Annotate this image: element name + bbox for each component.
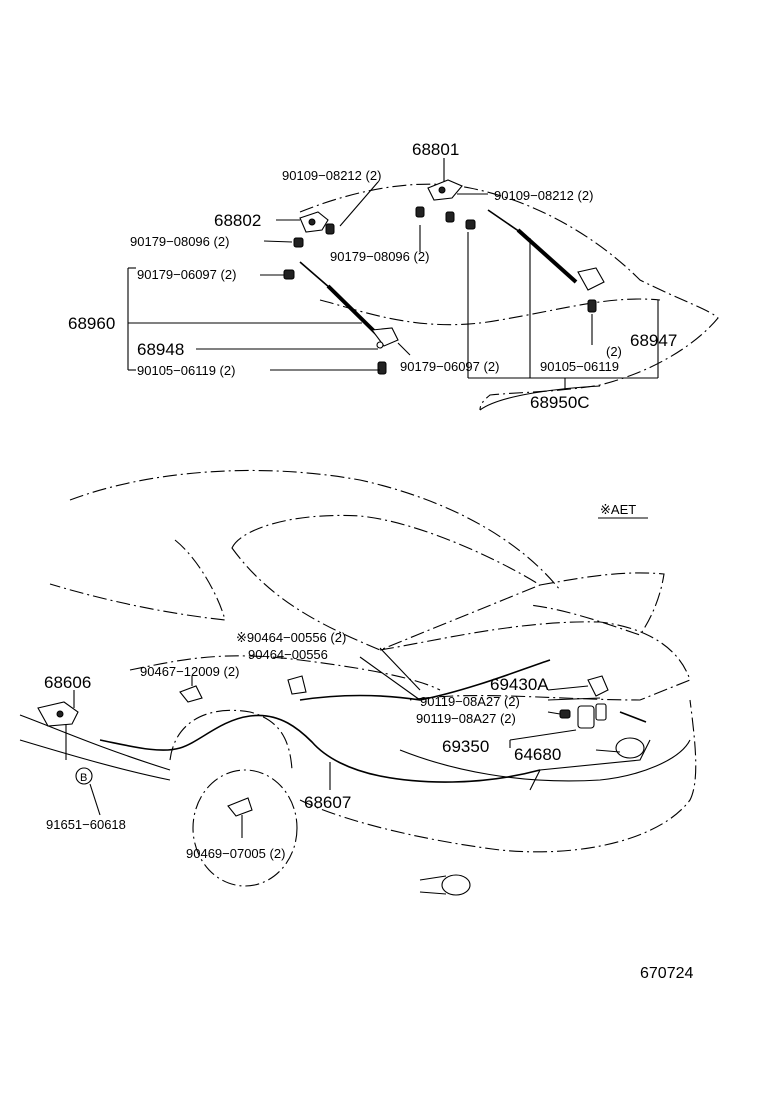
- trunk-lid: [379, 621, 691, 701]
- door-edge: [479, 385, 601, 411]
- label-90179-08096-b: 90179−08096 (2): [330, 249, 429, 264]
- opener-cable-68607: [99, 714, 541, 783]
- leader-lines-bottom: [65, 647, 621, 838]
- label-68607: 68607: [304, 793, 351, 812]
- door-inner-edge: [319, 298, 661, 326]
- label-90119-08A27-a: 90119−08A27 (2): [420, 694, 520, 709]
- label-91651-60618: 91651−60618: [46, 817, 126, 832]
- gas-strut-left-68960: [299, 261, 399, 375]
- exhaust-icon: [419, 874, 471, 896]
- label-69350: 69350: [442, 737, 489, 756]
- latch-69350: [559, 703, 607, 729]
- label-90179-06097-b: 90179−06097 (2): [400, 359, 499, 374]
- label-90467-12009: 90467−12009 (2): [140, 664, 239, 679]
- label-64680: 64680: [514, 745, 561, 764]
- wheel-arch: [169, 709, 293, 771]
- b-marker-label: B: [80, 772, 87, 784]
- label-68802: 68802: [214, 211, 261, 230]
- rear-bumper: [299, 699, 697, 853]
- label-68948: 68948: [137, 340, 184, 359]
- rear-wheel: [192, 769, 298, 887]
- striker-64680: [615, 711, 647, 759]
- c-pillar: [49, 539, 226, 621]
- leader-lines-top: [127, 158, 659, 390]
- cable-clamp-icon: [179, 675, 307, 817]
- car-rear-view: B ※AET ※90464−00556 (2) 90464−00556 9046…: [19, 469, 697, 896]
- label-68606: 68606: [44, 673, 91, 692]
- opener-lever-68606: [37, 701, 79, 727]
- spoiler: [529, 572, 665, 636]
- side-body: [129, 655, 441, 691]
- label-90469-07005: 90469−07005 (2): [186, 846, 285, 861]
- label-90109-08212-a: 90109−08212 (2): [282, 168, 381, 183]
- label-68801: 68801: [412, 140, 459, 159]
- label-90105-06119-b: 90105−06119: [540, 359, 619, 374]
- b-marker: B: [75, 767, 93, 785]
- label-90179-08096-a: 90179−08096 (2): [130, 234, 229, 249]
- label-90464-00556: 90464−00556: [248, 647, 328, 662]
- rear-window: [231, 514, 542, 651]
- label-90109-08212-b: 90109−08212 (2): [494, 188, 593, 203]
- label-68960: 68960: [68, 314, 115, 333]
- label-69430A: 69430A: [490, 675, 549, 694]
- figure-number: 670724: [640, 965, 693, 982]
- note-aet: ※AET: [600, 502, 636, 517]
- licence-recess: [529, 739, 651, 791]
- label-90119-08A27-b: 90119−08A27 (2): [416, 711, 516, 726]
- door-outline: [299, 183, 719, 411]
- label-90105-qty: (2): [606, 344, 622, 359]
- luggage-door-assembly: 68801 90109−08212 (2) 90109−08212 (2) 68…: [68, 140, 719, 412]
- bolt-icon: [283, 206, 476, 280]
- side-sill: [19, 714, 171, 771]
- hinge-left-68802: [299, 211, 329, 233]
- lock-cylinder-69430A: [587, 675, 609, 697]
- hinge-right-68801: [427, 179, 463, 201]
- gas-strut-right-68947: [487, 209, 605, 313]
- opener-cable-branch: [299, 659, 551, 701]
- roofline: [69, 469, 561, 591]
- label-90179-06097-a: 90179−06097 (2): [137, 267, 236, 282]
- label-90464-00556-aet: ※90464−00556 (2): [236, 630, 346, 645]
- label-68950C: 68950C: [530, 393, 590, 412]
- label-90105-06119-a: 90105−06119 (2): [137, 363, 235, 378]
- bumper-line: [399, 739, 691, 782]
- label-68947: 68947: [630, 331, 677, 350]
